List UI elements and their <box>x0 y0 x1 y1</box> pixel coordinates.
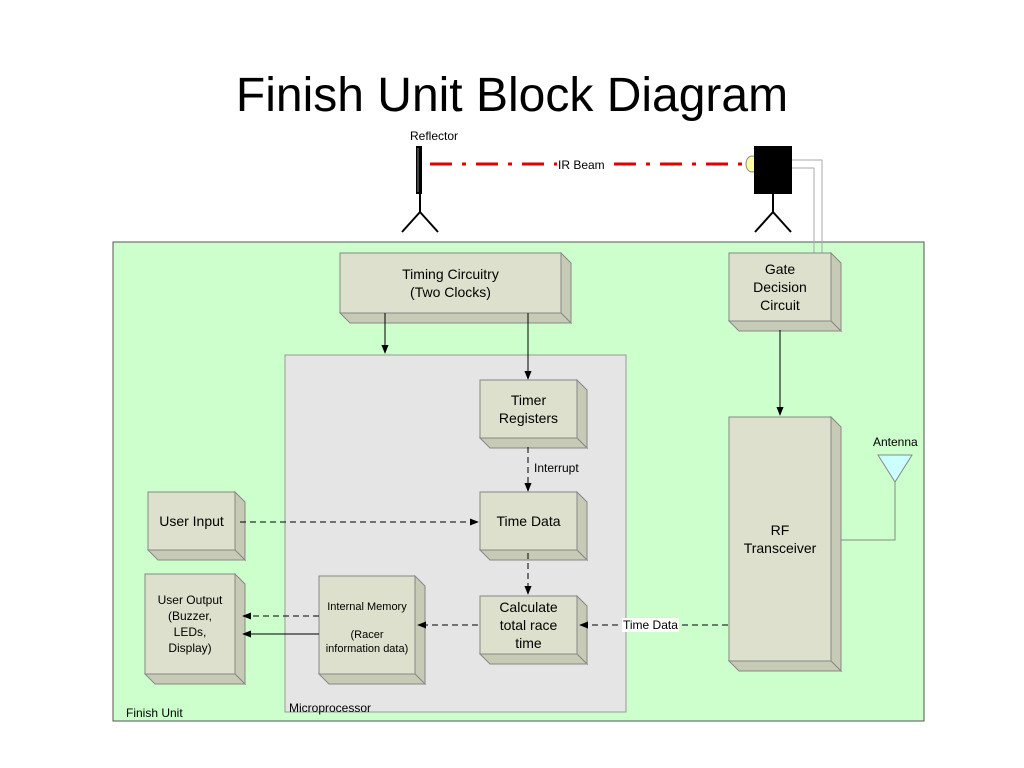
ir-sensor-icon <box>754 146 792 194</box>
user-input-shape <box>146 490 247 562</box>
timing-circuitry-block: Timing Circuitry (Two Clocks) <box>340 253 561 313</box>
user-input-text: User Input <box>159 513 224 529</box>
microprocessor-label: Microprocessor <box>289 701 372 715</box>
timing-circuitry-shape <box>338 251 573 325</box>
time-data-link-label: Time Data <box>622 618 679 632</box>
sensor-cable <box>792 159 823 255</box>
antenna-label: Antenna <box>873 435 918 449</box>
calculate-text: Calculate total race time <box>499 599 558 651</box>
user-output-block: User Output (Buzzer, LEDs, Display) <box>145 574 235 674</box>
calculate-block: Calculate total race time <box>480 596 577 654</box>
timer-registers-shape <box>478 378 589 450</box>
user-output-text: User Output (Buzzer, LEDs, Display) <box>157 593 223 655</box>
time-data-block: Time Data <box>480 492 577 550</box>
time-data-text: Time Data <box>496 513 561 529</box>
antenna-icon <box>832 454 913 541</box>
calculate-shape <box>478 594 589 666</box>
finish-unit-label: Finish Unit <box>126 706 183 720</box>
interrupt-label: Interrupt <box>534 461 579 475</box>
timing-circuitry-text: Timing Circuitry (Two Clocks) <box>402 266 499 300</box>
sensor-stand-icon <box>754 194 792 233</box>
time-data-shape <box>478 490 589 562</box>
reflector-label: Reflector <box>410 129 459 143</box>
internal-memory-shape <box>317 574 427 686</box>
rf-transceiver-shape <box>727 415 843 673</box>
timer-registers-block: Timer Registers <box>480 380 577 438</box>
rf-transceiver-block: RF Transceiver <box>729 417 831 661</box>
reflector-stand-icon <box>401 194 439 233</box>
user-output-shape <box>143 572 247 686</box>
timer-registers-text: Timer Registers <box>498 392 559 426</box>
internal-memory-text: Internal Memory (Racer information data) <box>325 601 409 655</box>
ir-beam-label: IR Beam <box>557 158 606 172</box>
reflector-icon <box>416 146 422 194</box>
internal-memory-block: Internal Memory (Racer information data) <box>319 576 415 674</box>
user-input-block: User Input <box>148 492 235 550</box>
page-title: Finish Unit Block Diagram <box>235 69 789 122</box>
gate-decision-shape <box>727 251 843 333</box>
gate-decision-text: Gate Decision Circuit <box>753 261 807 313</box>
gate-decision-block: Gate Decision Circuit <box>729 253 831 321</box>
rf-transceiver-text: RF Transceiver <box>743 522 817 556</box>
